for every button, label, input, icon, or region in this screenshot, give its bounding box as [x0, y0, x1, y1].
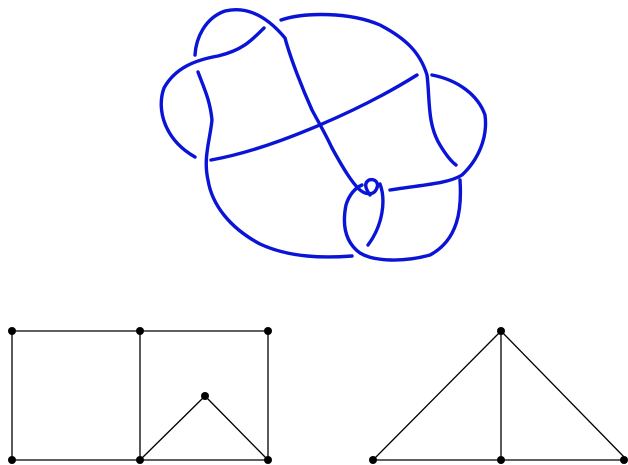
graph-vertex [264, 327, 272, 335]
graph-vertex [201, 392, 209, 400]
knot-diagram [159, 8, 488, 262]
graph-vertex [264, 456, 272, 464]
graph-vertex [8, 456, 16, 464]
knot-strand-left-arc [159, 26, 266, 159]
knot-strand-top-right-arc [279, 12, 458, 167]
knot-strand-horizontal-band [209, 73, 419, 162]
graph-edge [372, 330, 502, 461]
knot-strand-center-diagonal [330, 146, 380, 197]
graph-vertex [136, 456, 144, 464]
graph-edge [500, 330, 628, 461]
graph-edge [139, 395, 206, 461]
knot-strand-left-body [196, 70, 354, 259]
graph-vertex [620, 456, 628, 464]
graph-vertex [497, 327, 505, 335]
right-graph [369, 327, 628, 464]
knot-strand-small-loop [366, 182, 385, 247]
knot-strand-bottom-right-arc [342, 178, 463, 262]
left-graph [8, 327, 272, 464]
graph-vertex [136, 327, 144, 335]
knot-strand-top-loop [193, 8, 334, 150]
graph-vertex [369, 456, 377, 464]
knot-strand-right-loop [388, 73, 488, 192]
graph-vertex [8, 327, 16, 335]
graph-edge [204, 395, 269, 461]
graph-vertex [497, 456, 505, 464]
